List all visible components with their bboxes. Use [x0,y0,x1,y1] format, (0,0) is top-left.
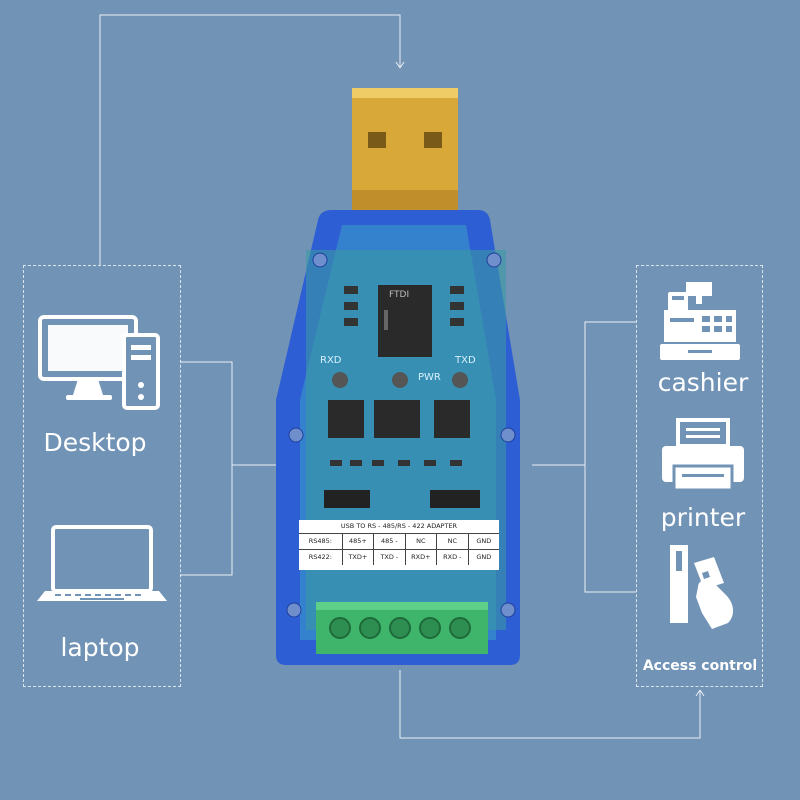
table-cell: RS422: [308,553,332,561]
cashier-label: cashier [657,368,749,397]
right-device-panel [636,265,763,687]
access-control-label: Access control [642,658,758,674]
laptop-icon [37,525,167,601]
table-cell: 485 - [373,534,404,549]
chip-label [384,310,388,330]
table-cell: TXD - [373,550,404,565]
table-cell: RS485: [308,537,332,545]
cashier-icon [660,282,740,360]
table-cell: 485+ [341,534,373,549]
table-cell: NC [436,534,467,549]
table-cell: RXD - [436,550,467,565]
adapter-pin-label: USB TO RS - 485/RS - 422 ADAPTER RS485: … [299,520,499,570]
table-cell: RXD+ [404,550,436,565]
adapter-title: USB TO RS - 485/RS - 422 ADAPTER [299,520,499,534]
chip-board-label: FTDI [389,290,410,300]
rs485-row: RS485: 485+ 485 - NC NC GND [299,534,499,550]
printer-label: printer [660,503,746,532]
table-cell: NC [404,534,436,549]
laptop-label: laptop [60,633,140,662]
rs422-row: RS422: TXD+ TXD - RXD+ RXD - GND [299,550,499,565]
txd-board-label: TXD [455,355,476,366]
table-cell: TXD+ [341,550,373,565]
access-control-icon [670,545,734,629]
pwr-board-label: PWR [418,372,441,383]
usb-rs485-adapter [276,88,520,665]
table-cell: GND [467,550,499,565]
printer-icon [662,418,744,492]
desktop-icon [38,315,160,410]
desktop-label: Desktop [43,428,147,457]
left-device-panel [23,265,181,687]
table-cell: GND [467,534,499,549]
rxd-board-label: RXD [320,355,342,366]
